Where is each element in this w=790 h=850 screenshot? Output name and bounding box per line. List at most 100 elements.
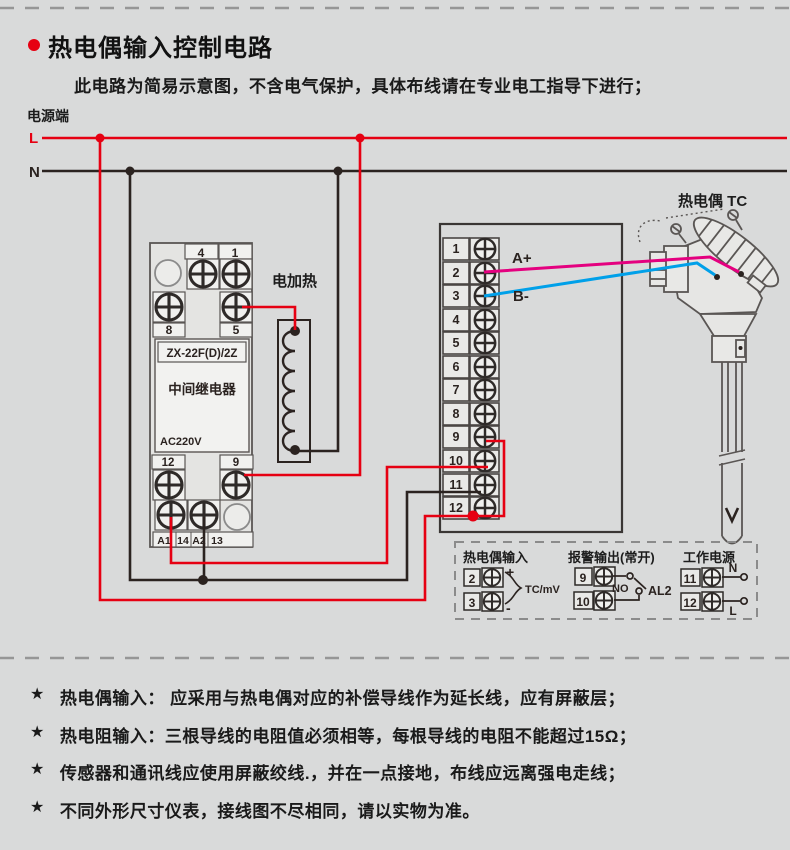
relay-terminal-8: 8: [166, 323, 173, 337]
junction-dot-a2-neutral: [198, 575, 208, 585]
page-title: 热电偶输入控制电路: [48, 35, 273, 62]
heater-label: 电加热: [272, 272, 317, 290]
detail-alarm-group: 报警输出(常开) 9 10 NO AL2: [568, 550, 672, 611]
wire-tc-a-plus: [483, 255, 740, 274]
wiring-diagram-svg: 电源端 L N: [0, 6, 790, 660]
tc-probe-tip: [721, 535, 743, 545]
note-item: ★ 热电偶输入： 应采用与热电偶对应的补偿导线作为延长线，应有屏蔽层；: [30, 684, 625, 709]
heater-top-junction: [290, 326, 300, 336]
relay-indicator-circle-2: [223, 503, 251, 531]
note-text: 传感器和通讯线应使用屏蔽绞线.，并在一点接地，布线应远离强电走线；: [59, 764, 626, 783]
power-terminal-label: 电源端: [27, 108, 69, 124]
relay-model-label: ZX-22F(D)/2Z: [167, 348, 238, 360]
svg-text:6: 6: [453, 360, 460, 374]
title-bullet-icon: [28, 39, 40, 51]
tc-probe-tip-mark: [724, 507, 740, 525]
tc-signal-wires: A+ B-: [483, 250, 740, 305]
svg-text:12: 12: [449, 501, 463, 515]
controller-outline: [438, 222, 624, 534]
live-label: L: [29, 130, 38, 147]
relay-indicator-circle: [154, 259, 182, 287]
tc-terminal-dot-a: [738, 271, 744, 277]
star-bullet-icon: ★: [30, 799, 45, 816]
tc-input-title: 热电偶输入: [463, 550, 528, 565]
relay-terminal-9: 9: [233, 457, 239, 469]
tc-neck-funnel: [698, 313, 758, 337]
supply-leads: [722, 572, 749, 606]
intermediate-relay: 4 1 8 5 ZX-22F(D)/2Z 中间继电器 AC220V 12 9: [149, 242, 254, 548]
svg-text:8: 8: [453, 407, 460, 421]
star-bullet-icon: ★: [30, 724, 45, 741]
detail-tc-input-group: 热电偶输入 2 3 + - TC/mV: [463, 550, 561, 616]
svg-text:7: 7: [453, 383, 460, 397]
wire-jumper-9-to-12: [477, 439, 506, 518]
alarm-title: 报警输出(常开): [568, 550, 655, 565]
detail-box-border: [454, 541, 758, 620]
svg-text:5: 5: [453, 336, 460, 350]
detail-supply-group: 工作电源 11 12 N L: [680, 550, 749, 618]
relay-terminal-12: 12: [162, 457, 175, 469]
svg-text:10: 10: [449, 454, 463, 468]
tc-clamp-detail: [735, 339, 746, 358]
tc-cap-chain-dotted: [637, 219, 661, 243]
tc-cap-screw-icon-2: [727, 209, 743, 231]
supply-n-label: N: [729, 561, 738, 575]
note-text: 热电偶输入： 应采用与热电偶对应的补偿导线作为延长线，应有屏蔽层；: [59, 689, 626, 708]
svg-text:14: 14: [177, 535, 189, 547]
live-wiring: [95, 133, 506, 602]
supply-terminal-11: 11: [684, 572, 697, 586]
tc-input-minus-label: -: [506, 600, 511, 616]
svg-text:13: 13: [211, 535, 223, 547]
neutral-label: N: [29, 164, 40, 181]
relay-coil-terminal-labels: A1 14 A2 13: [157, 535, 223, 547]
junction-dot-terminal-12: [467, 510, 479, 522]
page-subtitle: 此电路为简易示意图，不含电气保护，具体布线请在专业电工指导下进行；: [74, 77, 652, 96]
terminal-detail-box: 热电偶输入 2 3 + - TC/mV 报警输出(常开) 9: [454, 541, 758, 620]
tc-input-plus-label: +: [506, 564, 514, 580]
alarm-no-switch-symbol: [613, 572, 647, 601]
relay-name-label: 中间继电器: [168, 381, 236, 397]
tc-cap-screw-icon: [670, 223, 687, 244]
tc-probe-break-mark: [718, 449, 746, 466]
relay-terminal-4: 4: [198, 246, 205, 260]
wire-a1-to-terminal-10: [169, 465, 488, 565]
svg-text:3: 3: [453, 289, 460, 303]
power-rails: 电源端 L N: [27, 108, 787, 181]
wire-neutral-to-heater: [295, 171, 340, 453]
wire-relay-5-to-heater: [242, 305, 297, 330]
svg-text:4: 4: [453, 313, 460, 327]
supply-terminal-12: 12: [683, 596, 697, 610]
tc-probe-tube: [718, 362, 746, 545]
note-text: 不同外形尺寸仪表，接线图不尽相同，请以实物为准。: [59, 802, 480, 821]
thermocouple-label: 热电偶 TC: [678, 192, 747, 210]
wire-neutral-to-terminal-11: [128, 171, 481, 582]
wire-a-plus-label: A+: [512, 250, 532, 267]
tc-input-bracket: [504, 571, 523, 605]
svg-text:A2: A2: [192, 535, 206, 547]
electric-heater: 电加热: [272, 272, 317, 463]
alarm-terminal-10: 10: [576, 595, 590, 609]
wire-b-minus-label: B-: [513, 288, 529, 305]
alarm-no-label: NO: [612, 583, 629, 595]
controller-terminal-numbers: 1 2 3 4 5 6 7 8 9 10 11 12: [449, 242, 463, 515]
note-item: ★ 不同外形尺寸仪表，接线图不尽相同，请以实物为准。: [30, 797, 480, 822]
alarm-al2-label: AL2: [648, 584, 672, 598]
thermocouple: 热电偶 TC: [637, 192, 780, 545]
svg-text:9: 9: [453, 430, 460, 444]
svg-text:A1: A1: [157, 535, 171, 547]
relay-terminal-1: 1: [232, 246, 239, 260]
supply-l-label: L: [729, 604, 736, 618]
star-bullet-icon: ★: [30, 761, 45, 778]
note-item: ★ 传感器和通讯线应使用屏蔽绞线.，并在一点接地，布线应远离强电走线；: [30, 759, 625, 784]
tc-input-terminal-2: 2: [469, 572, 476, 586]
controller-instrument: 1 2 3 4 5 6 7 8 9 10 11 12: [438, 222, 624, 534]
note-item: ★ 热电阻输入：三根导线的电阻值必须相等，每根导线的电阻不能超过15Ω；: [30, 722, 636, 747]
wire-live-to-relay-9: [244, 138, 362, 477]
star-bullet-icon: ★: [30, 686, 45, 703]
tc-head-cap: [692, 216, 780, 294]
relay-voltage-label: AC220V: [160, 436, 202, 448]
heater-coil: [281, 329, 296, 453]
tc-input-terminal-3: 3: [469, 596, 476, 610]
svg-text:11: 11: [449, 478, 462, 492]
